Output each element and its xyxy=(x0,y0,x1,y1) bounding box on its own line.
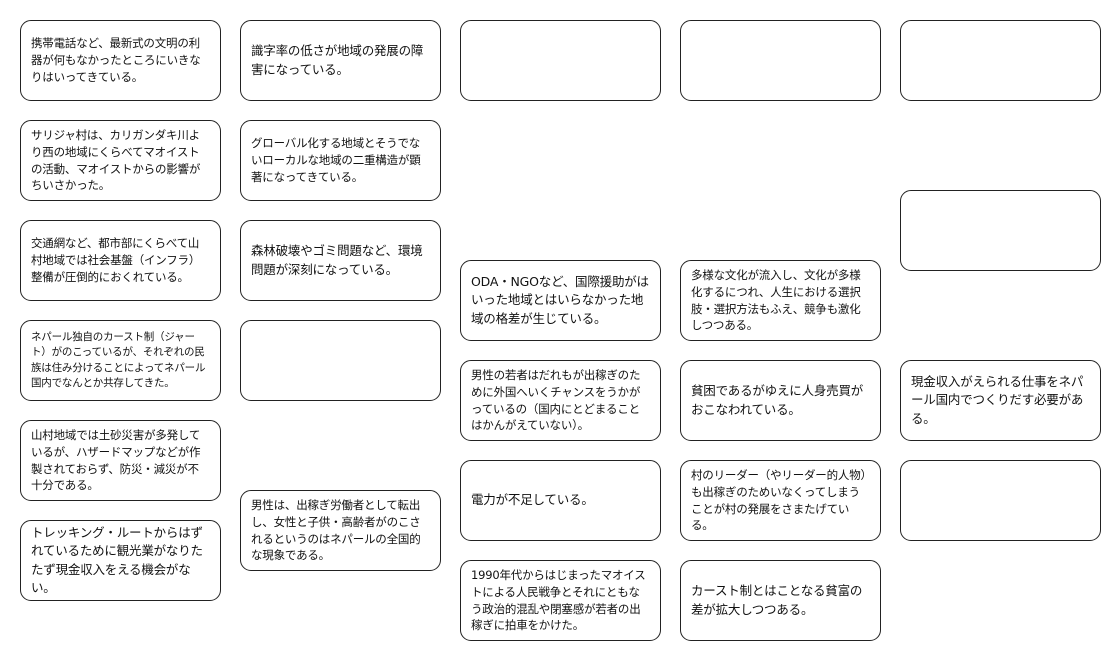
card-text: トレッキング・ルートからはずれているために観光業がなりたたず現金収入をえる機会が… xyxy=(31,525,203,595)
card-empty[interactable] xyxy=(680,20,881,101)
card-cultural-diversity[interactable]: 多様な文化が流入し、文化が多様化するにつれ、人生における選択肢・選択方法もふえ、… xyxy=(680,260,881,341)
card-text: カースト制とはことなる貧富の差が拡大しつつある。 xyxy=(691,583,863,617)
card-landslide-hazard[interactable]: 山村地域では土砂災害が多発しているが、ハザードマップなどが作製されておらず、防災… xyxy=(20,420,221,501)
card-infrastructure[interactable]: 交通網など、都市部にくらべて山村地域では社会基盤（インフラ）整備が圧倒的におくれ… xyxy=(20,220,221,301)
card-text: 男性の若者はだれもが出稼ぎのために外国へいくチャンスをうかがっているの（国内にと… xyxy=(471,368,641,433)
card-text: 山村地域では土砂災害が多発しているが、ハザードマップなどが作製されておらず、防災… xyxy=(31,428,201,493)
card-text: 多様な文化が流入し、文化が多様化するにつれ、人生における選択肢・選択方法もふえ、… xyxy=(691,268,861,333)
card-international-aid[interactable]: ODA・NGOなど、国際援助がはいった地域とはいらなかった地域の格差が生じている… xyxy=(460,260,661,341)
card-youth-abroad[interactable]: 男性の若者はだれもが出稼ぎのために外国へいくチャンスをうかがっているの（国内にと… xyxy=(460,360,661,441)
card-electricity[interactable]: 電力が不足している。 xyxy=(460,460,661,541)
card-empty[interactable] xyxy=(900,20,1101,101)
card-male-migration[interactable]: 男性は、出稼ぎ労働者として転出し、女性と子供・高齢者がのこされるというのはネパー… xyxy=(240,490,441,571)
card-text: サリジャ村は、カリガンダキ川より西の地域にくらべてマオイストの活動、マオイストか… xyxy=(31,128,201,193)
card-caste-coexistence[interactable]: ネパール独自のカースト制（ジャート）がのこっているが、それぞれの民族は住み分ける… xyxy=(20,320,221,401)
card-modern-devices[interactable]: 携帯電話など、最新式の文明の利器が何もなかったところにいきなりはいってきている。 xyxy=(20,20,221,101)
card-text: ODA・NGOなど、国際援助がはいった地域とはいらなかった地域の格差が生じている… xyxy=(471,274,649,326)
card-text: 森林破壊やゴミ問題など、環境問題が深刻になっている。 xyxy=(251,243,423,277)
card-literacy[interactable]: 識字率の低さが地域の発展の障害になっている。 xyxy=(240,20,441,101)
card-village-leaders[interactable]: 村のリーダー（やリーダー的人物）も出稼ぎのためいなくってしまうことが村の発展をさ… xyxy=(680,460,881,541)
card-empty[interactable] xyxy=(900,460,1101,541)
card-text: グローバル化する地域とそうでないローカルな地域の二重構造が顕著になってきている。 xyxy=(251,136,421,184)
card-text: ネパール独自のカースト制（ジャート）がのこっているが、それぞれの民族は住み分ける… xyxy=(31,331,206,389)
card-text: 村のリーダー（やリーダー的人物）も出稼ぎのためいなくってしまうことが村の発展をさ… xyxy=(691,468,867,533)
card-empty[interactable] xyxy=(460,20,661,101)
card-text: 携帯電話など、最新式の文明の利器が何もなかったところにいきなりはいってきている。 xyxy=(31,36,201,84)
card-text: 貧困であるがゆえに人身売買がおこなわれている。 xyxy=(691,383,864,417)
card-empty[interactable] xyxy=(240,320,441,401)
card-text: 現金収入がえられる仕事をネパール国内でつくりだす必要がある。 xyxy=(911,374,1084,426)
card-domestic-jobs[interactable]: 現金収入がえられる仕事をネパール国内でつくりだす必要がある。 xyxy=(900,360,1101,441)
card-text: 電力が不足している。 xyxy=(471,492,594,508)
card-dual-structure[interactable]: グローバル化する地域とそうでないローカルな地域の二重構造が顕著になってきている。 xyxy=(240,120,441,201)
card-text: 1990年代からはじまったマオイストによる人民戦争とそれにともなう政治的混乱や閉… xyxy=(471,568,646,633)
card-text: 男性は、出稼ぎ労働者として転出し、女性と子供・高齢者がのこされるというのはネパー… xyxy=(251,498,421,563)
card-text: 識字率の低さが地域の発展の障害になっている。 xyxy=(251,43,424,77)
card-sarija-maoist[interactable]: サリジャ村は、カリガンダキ川より西の地域にくらべてマオイストの活動、マオイストか… xyxy=(20,120,221,201)
card-trekking-route[interactable]: トレッキング・ルートからはずれているために観光業がなりたたず現金収入をえる機会が… xyxy=(20,520,221,601)
card-maoist-war[interactable]: 1990年代からはじまったマオイストによる人民戦争とそれにともなう政治的混乱や閉… xyxy=(460,560,661,641)
card-environment[interactable]: 森林破壊やゴミ問題など、環境問題が深刻になっている。 xyxy=(240,220,441,301)
card-trafficking[interactable]: 貧困であるがゆえに人身売買がおこなわれている。 xyxy=(680,360,881,441)
card-empty[interactable] xyxy=(900,190,1101,271)
card-wealth-gap[interactable]: カースト制とはことなる貧富の差が拡大しつつある。 xyxy=(680,560,881,641)
card-text: 交通網など、都市部にくらべて山村地域では社会基盤（インフラ）整備が圧倒的におくれ… xyxy=(31,236,201,284)
